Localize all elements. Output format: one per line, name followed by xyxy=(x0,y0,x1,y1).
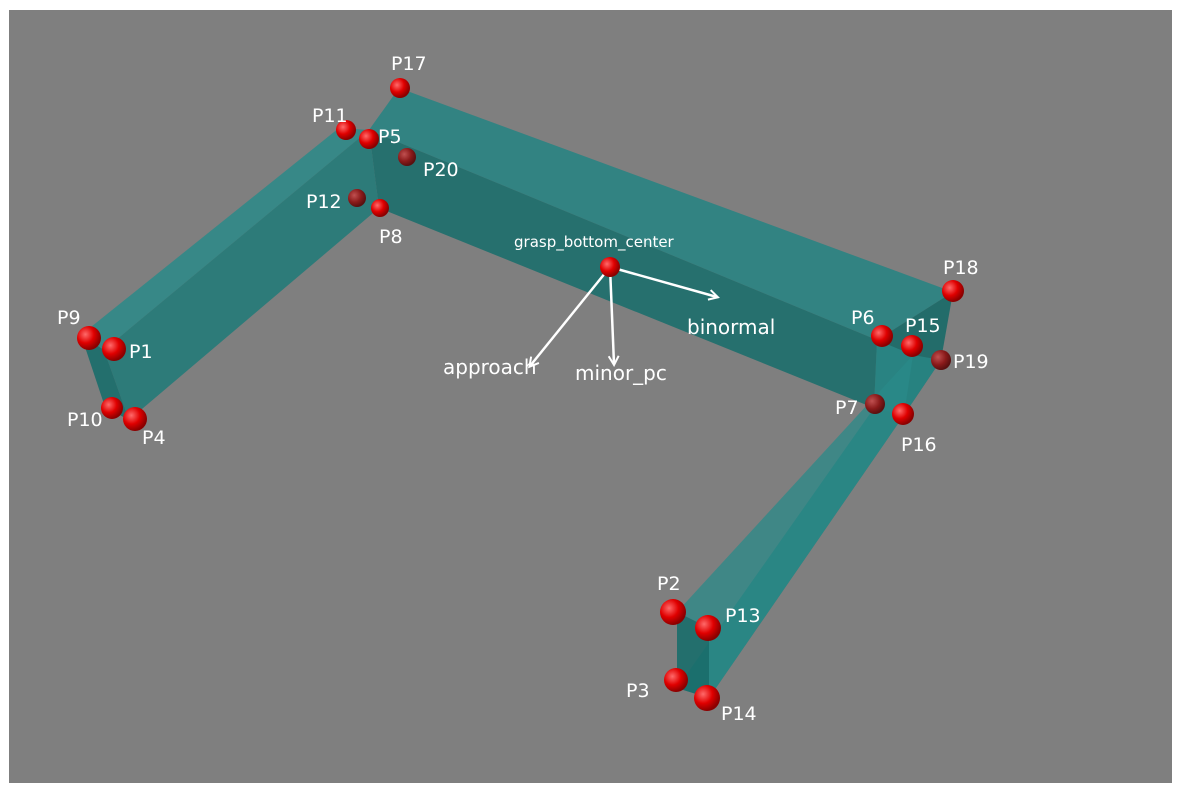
label-p18: P18 xyxy=(943,257,979,279)
binormal-arrow xyxy=(609,265,717,297)
label-p3: P3 xyxy=(626,680,650,702)
point-p12[interactable] xyxy=(348,189,366,207)
label-p5: P5 xyxy=(378,126,402,148)
label-p20: P20 xyxy=(423,159,459,181)
label-p16: P16 xyxy=(901,434,937,456)
label-p1: P1 xyxy=(129,341,153,363)
point-p10[interactable] xyxy=(101,397,123,419)
point-p20[interactable] xyxy=(398,148,416,166)
label-p7: P7 xyxy=(835,397,859,419)
point-p11[interactable] xyxy=(336,120,356,140)
axes xyxy=(530,265,717,366)
label-p9: P9 xyxy=(57,307,81,329)
right-finger xyxy=(677,340,941,698)
points xyxy=(77,78,964,711)
label-minor-pc: minor_pc xyxy=(575,361,667,385)
label-p19: P19 xyxy=(953,351,989,373)
point-p15[interactable] xyxy=(901,335,923,357)
point-p6[interactable] xyxy=(871,325,893,347)
label-p12: P12 xyxy=(306,191,342,213)
label-p8: P8 xyxy=(379,226,403,248)
label-p6: P6 xyxy=(851,307,875,329)
point-p13[interactable] xyxy=(695,615,721,641)
point-p9[interactable] xyxy=(77,326,101,350)
label-p17: P17 xyxy=(391,53,427,75)
point-p1[interactable] xyxy=(102,337,126,361)
minor-pc-arrow xyxy=(610,266,614,364)
base-top-face xyxy=(369,88,953,340)
label-p15: P15 xyxy=(905,315,941,337)
label-p4: P4 xyxy=(142,427,166,449)
viewport-3d[interactable]: P17 P11 P5 P20 P12 P8 grasp_bottom_cente… xyxy=(9,10,1172,783)
label-p2: P2 xyxy=(657,573,681,595)
label-p11: P11 xyxy=(312,105,348,127)
point-p3[interactable] xyxy=(664,668,688,692)
labels: P17 P11 P5 P20 P12 P8 grasp_bottom_cente… xyxy=(57,53,989,725)
point-center[interactable] xyxy=(600,257,620,277)
label-p10: P10 xyxy=(67,409,103,431)
label-center: grasp_bottom_center xyxy=(514,233,675,252)
point-p8[interactable] xyxy=(371,199,389,217)
point-p4[interactable] xyxy=(123,407,147,431)
point-p2[interactable] xyxy=(660,599,686,625)
label-binormal: binormal xyxy=(687,315,775,339)
gripper-scene: P17 P11 P5 P20 P12 P8 grasp_bottom_cente… xyxy=(57,53,989,725)
approach-arrow xyxy=(530,266,611,366)
left-finger-front-face xyxy=(104,130,379,420)
point-p19[interactable] xyxy=(931,350,951,370)
point-p18[interactable] xyxy=(942,280,964,302)
point-p14[interactable] xyxy=(694,685,720,711)
point-p17[interactable] xyxy=(390,78,410,98)
right-finger-outer-face xyxy=(677,355,941,698)
left-finger xyxy=(81,128,379,420)
point-p16[interactable] xyxy=(892,403,914,425)
label-p13: P13 xyxy=(725,605,761,627)
left-finger-top-face xyxy=(81,128,369,350)
label-p14: P14 xyxy=(721,703,757,725)
point-p5[interactable] xyxy=(359,129,379,149)
point-p7[interactable] xyxy=(865,394,885,414)
label-approach: approach xyxy=(443,355,537,379)
base-front-face xyxy=(369,130,877,408)
